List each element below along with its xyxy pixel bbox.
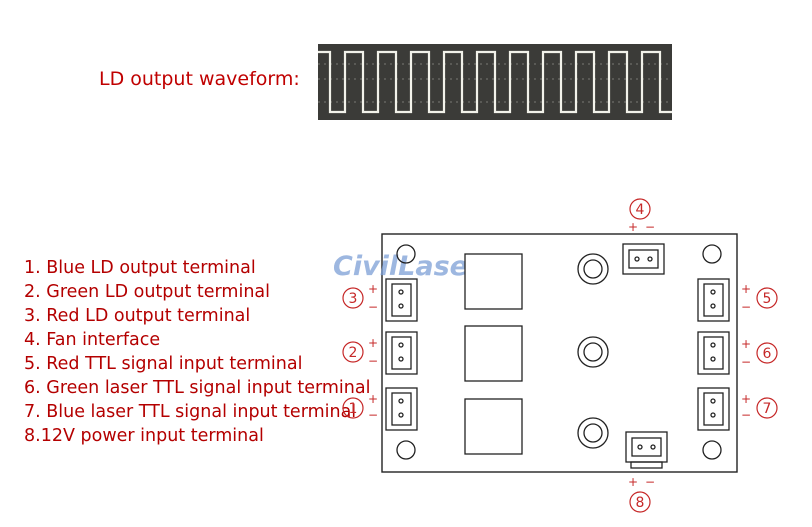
watermark-logo: CivilLaser [333,251,483,282]
polarity-minus-3: − [368,300,378,314]
marker-4-circle [629,198,651,220]
polarity-minus-6: − [741,355,751,369]
polarity-minus-4: − [645,220,655,234]
potentiometer [577,253,609,285]
marker-3-circle [342,287,364,309]
marker-8-number: 8 [636,495,645,511]
polarity-plus-8: + [628,475,638,489]
pcb-outline [381,233,738,473]
marker-6-number: 6 [763,346,772,362]
polarity-minus-1: − [368,408,378,422]
mounting-hole [702,440,722,460]
chip-square [464,325,523,382]
mounting-hole [702,244,722,264]
chip-square [464,398,523,455]
terminal-item-8: 8.12V power input terminal [24,426,264,446]
connector-2 [385,331,418,375]
marker-6-circle [756,342,778,364]
terminal-item-4: 4. Fan interface [24,330,161,350]
polarity-plus-6: + [741,337,751,351]
connector-5 [697,278,730,322]
connector-8-power [625,431,668,469]
terminal-item-3: 3. Red LD output terminal [24,306,251,326]
marker-8-circle [629,491,651,513]
mounting-hole [396,440,416,460]
polarity-minus-2: − [368,354,378,368]
marker-4-number: 4 [636,202,645,218]
marker-1-number: 1 [349,401,358,417]
terminal-item-6: 6. Green laser TTL signal input terminal [24,378,371,398]
marker-2-number: 2 [349,345,358,361]
polarity-minus-7: − [741,408,751,422]
connector-1 [385,387,418,431]
terminal-item-7: 7. Blue laser TTL signal input terminal [24,402,357,422]
terminal-item-5: 5. Red TTL signal input terminal [24,354,303,374]
terminal-item-2: 2. Green LD output terminal [24,282,270,302]
polarity-plus-5: + [741,282,751,296]
potentiometer [577,336,609,368]
polarity-plus-4: + [628,220,638,234]
polarity-plus-2: + [368,336,378,350]
polarity-plus-1: + [368,392,378,406]
marker-2-circle [342,341,364,363]
connector-6 [697,331,730,375]
oscilloscope-waveform-image [318,44,672,120]
marker-7-number: 7 [763,401,772,417]
marker-3-number: 3 [349,291,358,307]
connector-3 [385,278,418,322]
marker-5-circle [756,287,778,309]
polarity-plus-3: + [368,282,378,296]
marker-7-circle [756,397,778,419]
mounting-hole [396,244,416,264]
potentiometer [577,417,609,449]
terminal-list: 1. Blue LD output terminal 2. Green LD o… [24,256,370,448]
marker-5-number: 5 [763,291,772,307]
marker-1-circle [342,397,364,419]
polarity-plus-7: + [741,392,751,406]
waveform-label: LD output waveform: [99,68,300,90]
polarity-minus-8: − [645,475,655,489]
connector-7 [697,387,730,431]
connector-4-fan [622,243,665,275]
terminal-item-1: 1. Blue LD output terminal [24,258,256,278]
chip-square [464,253,523,310]
polarity-minus-5: − [741,300,751,314]
